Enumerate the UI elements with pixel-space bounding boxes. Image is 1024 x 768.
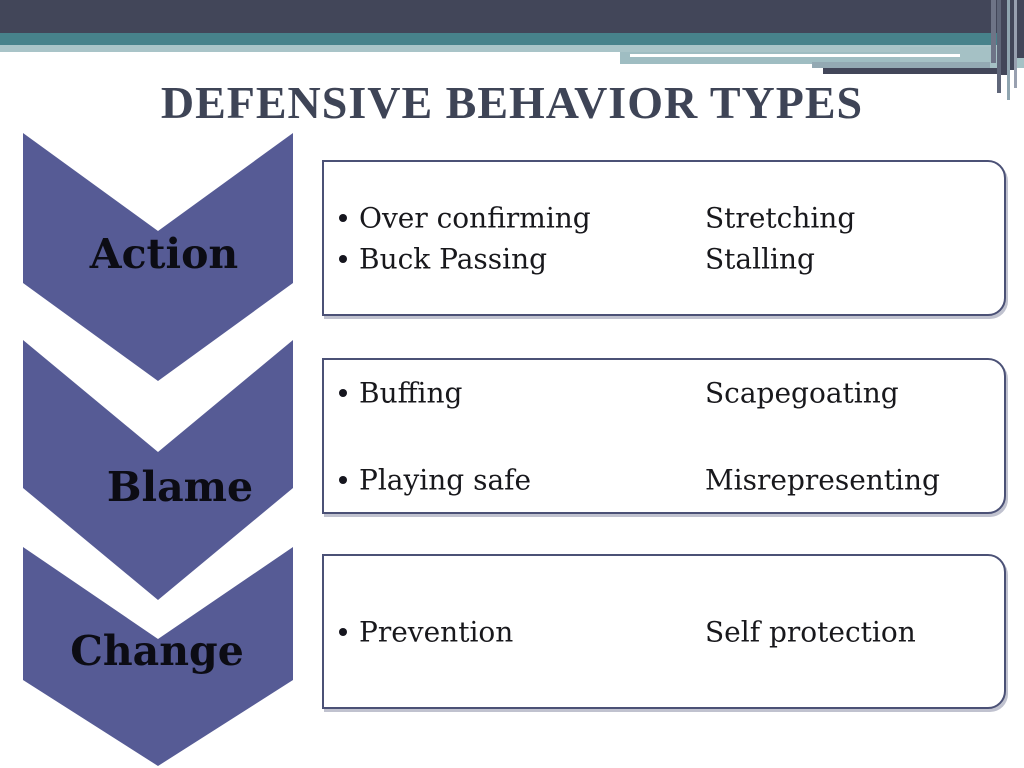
- behavior-left: Prevention: [359, 615, 514, 648]
- header-vertical-stripe: [1001, 0, 1007, 75]
- behavior-left: Over confirming: [359, 201, 591, 234]
- header-vertical-stripe: [1017, 0, 1024, 58]
- header-vertical-stripe: [997, 0, 1001, 93]
- header-white-line: [630, 54, 960, 57]
- bullet-icon: [339, 475, 347, 484]
- list-item: Over confirming Stretching: [324, 197, 1004, 238]
- chevron-blame-shape: [23, 340, 293, 600]
- header-accent-bar: [823, 68, 1010, 74]
- chevron-label-blame: Blame: [106, 463, 254, 511]
- behavior-right: Self protection: [705, 615, 916, 648]
- behavior-left: Buffing: [359, 376, 463, 409]
- behavior-right: Stretching: [705, 201, 856, 234]
- bullet-icon: [339, 627, 347, 636]
- header-vertical-stripe: [1010, 0, 1014, 70]
- behavior-right: Misrepresenting: [705, 463, 940, 496]
- behavior-right: Scapegoating: [705, 376, 899, 409]
- header-bar-teal: [0, 33, 1024, 47]
- list-item: Playing safe Misrepresenting: [324, 459, 1004, 500]
- behavior-left: Buck Passing: [359, 242, 548, 275]
- behavior-right: Stalling: [705, 242, 815, 275]
- chevron-label-action: Action: [89, 230, 239, 278]
- slide-title: DEFENSIVE BEHAVIOR TYPES: [160, 77, 864, 128]
- header-stripe-light: [0, 45, 1024, 52]
- header-vertical-stripe: [1014, 0, 1017, 88]
- blame-behaviors-box: Buffing Scapegoating Playing safe Misrep…: [322, 358, 1006, 514]
- header-vertical-stripe: [1007, 0, 1010, 100]
- list-item: Prevention Self protection: [324, 611, 1004, 652]
- list-item: Buffing Scapegoating: [324, 372, 1004, 413]
- list-item: Buck Passing Stalling: [324, 238, 1004, 279]
- header-bar-navy: [0, 0, 1024, 33]
- action-behaviors-box: Over confirming Stretching Buck Passing …: [322, 160, 1006, 316]
- change-behaviors-box: Prevention Self protection: [322, 554, 1006, 709]
- chevron-change-shape: [23, 547, 293, 766]
- bullet-icon: [339, 388, 347, 397]
- bullet-icon: [339, 254, 347, 263]
- chevron-label-change: Change: [70, 627, 244, 675]
- header-vertical-stripe: [991, 0, 996, 63]
- behavior-left: Playing safe: [359, 463, 532, 496]
- header-gray-band: [812, 62, 990, 68]
- chevron-action-shape: [23, 133, 293, 381]
- bullet-icon: [339, 213, 347, 222]
